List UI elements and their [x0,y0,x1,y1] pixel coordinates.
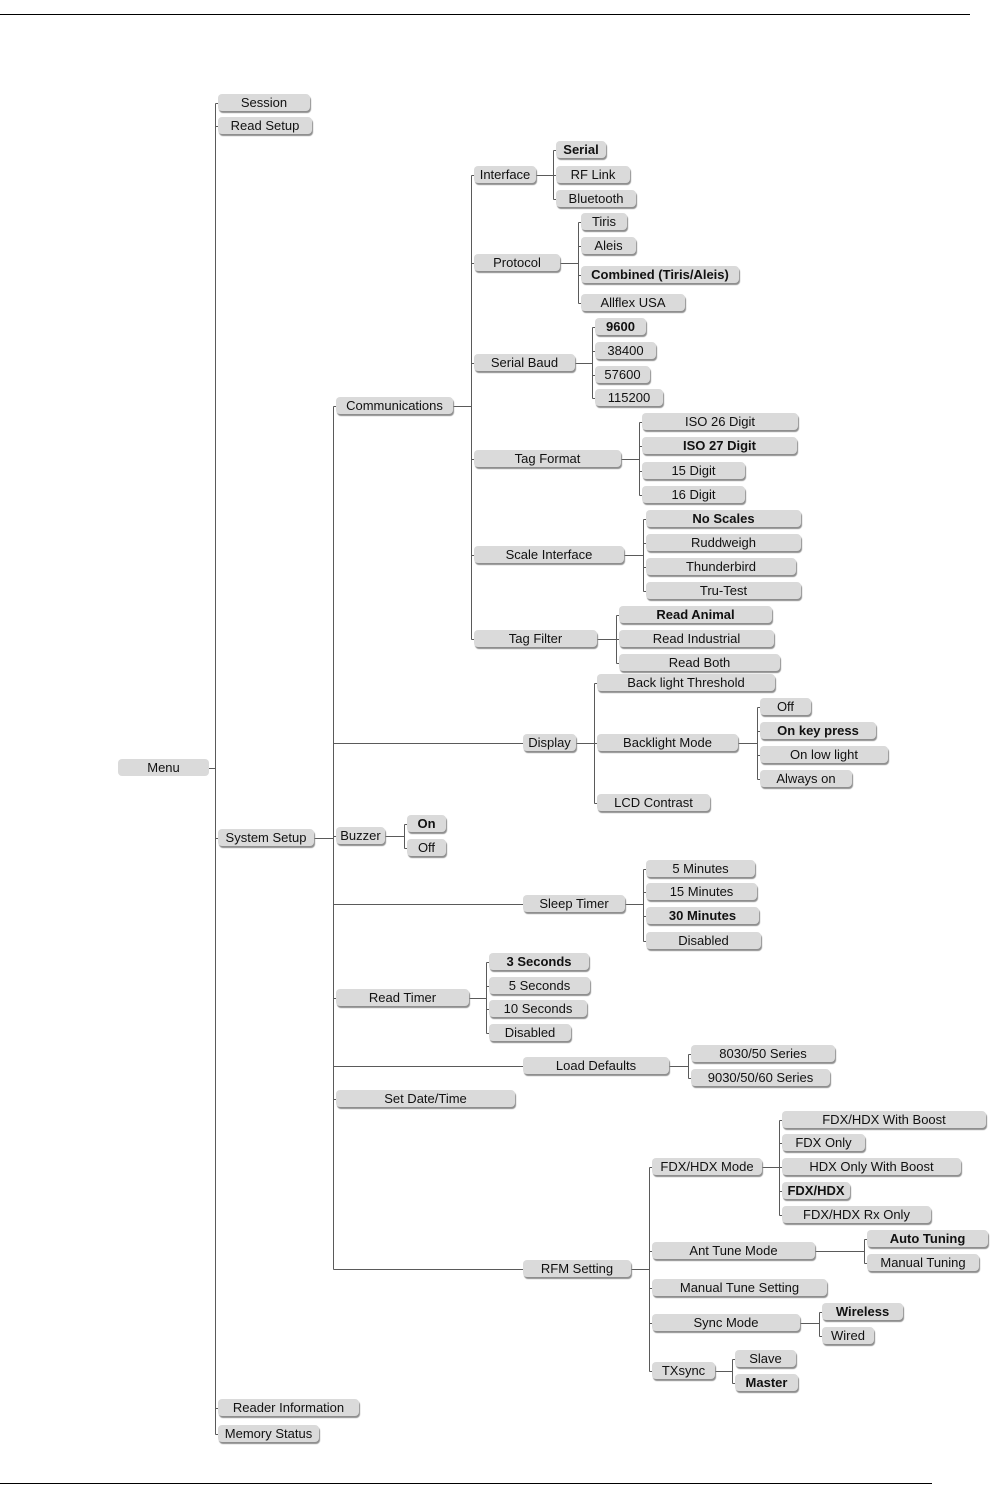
menu-node-allflex-usa: Allflex USA [581,294,685,311]
menu-node-fdx-hdx: FDX/HDX [782,1182,850,1199]
menu-node-load-defaults: Load Defaults [523,1057,669,1074]
menu-node-57600: 57600 [595,366,650,383]
menu-node-auto-tuning: Auto Tuning [867,1230,988,1247]
menu-node-on-key-press: On key press [760,722,876,739]
menu-node-wireless: Wireless [822,1303,903,1320]
menu-node-reader-information: Reader Information [218,1399,359,1416]
menu-node-16-digit: 16 Digit [642,486,745,503]
menu-node-disabled: Disabled [489,1024,571,1041]
menu-node-master: Master [735,1374,798,1391]
menu-node-backlight-mode: Backlight Mode [597,734,738,751]
menu-node-rfm-setting: RFM Setting [523,1260,631,1277]
menu-node-serial: Serial [556,141,606,158]
menu-node-ant-tune-mode: Ant Tune Mode [652,1242,815,1259]
menu-node-3-seconds: 3 Seconds [489,953,589,970]
menu-node-38400: 38400 [595,342,656,359]
menu-node-manual-tuning: Manual Tuning [867,1254,979,1271]
menu-node-fdx-hdx-with-boost: FDX/HDX With Boost [782,1111,986,1128]
menu-node-9600: 9600 [595,318,646,335]
menu-node-sleep-timer: Sleep Timer [523,895,625,912]
menu-node-communications: Communications [336,397,453,414]
menu-node-slave: Slave [735,1350,796,1367]
menu-node-display: Display [523,734,576,751]
menu-node-30-minutes: 30 Minutes [646,907,759,924]
menu-node-5-seconds: 5 Seconds [489,977,590,994]
menu-node-back-light-threshold: Back light Threshold [597,674,775,691]
menu-node-txsync: TXsync [652,1362,715,1379]
menu-node-set-date-time: Set Date/Time [336,1090,515,1107]
bottom-rule [0,1483,932,1484]
menu-node-8030-50-series: 8030/50 Series [691,1045,835,1062]
menu-node-interface: Interface [474,166,536,183]
menu-node-read-setup: Read Setup [218,117,312,134]
menu-node-tru-test: Tru-Test [646,582,801,599]
menu-node-thunderbird: Thunderbird [646,558,796,575]
menu-node-no-scales: No Scales [646,510,801,527]
menu-node-on: On [407,815,446,832]
menu-node-10-seconds: 10 Seconds [489,1000,587,1017]
menu-node-always-on: Always on [760,770,852,787]
menu-node-off: Off [407,839,446,856]
menu-node-5-minutes: 5 Minutes [646,860,755,877]
menu-node-read-timer: Read Timer [336,989,469,1006]
menu-node-scale-interface: Scale Interface [474,546,624,563]
menu-node-fdx-only: FDX Only [782,1134,865,1151]
menu-node-disabled: Disabled [646,932,761,949]
menu-node-memory-status: Memory Status [218,1425,319,1442]
menu-node-menu: Menu [118,759,209,776]
menu-node-fdx-hdx-rx-only: FDX/HDX Rx Only [782,1206,931,1223]
menu-node-115200: 115200 [595,389,663,406]
menu-node-wired: Wired [822,1327,874,1344]
menu-node-15-minutes: 15 Minutes [646,883,757,900]
menu-node-hdx-only-with-boost: HDX Only With Boost [782,1158,961,1175]
menu-node-ruddweigh: Ruddweigh [646,534,801,551]
menu-node-iso-26-digit: ISO 26 Digit [642,413,798,430]
menu-node-sync-mode: Sync Mode [652,1314,800,1331]
menu-node-serial-baud: Serial Baud [474,354,575,371]
menu-node-combined-tiris-aleis: Combined (Tiris/Aleis) [581,266,739,283]
menu-node-tag-filter: Tag Filter [474,630,597,647]
menu-node-buzzer: Buzzer [336,827,385,844]
menu-node-session: Session [218,94,310,111]
menu-node-bluetooth: Bluetooth [556,190,636,207]
menu-node-read-animal: Read Animal [619,606,772,623]
menu-node-read-both: Read Both [619,654,780,671]
menu-node-lcd-contrast: LCD Contrast [597,794,710,811]
menu-node-tag-format: Tag Format [474,450,621,467]
menu-node-protocol: Protocol [474,254,560,271]
menu-node-9030-50-60-series: 9030/50/60 Series [691,1069,830,1086]
menu-node-iso-27-digit: ISO 27 Digit [642,437,797,454]
menu-node-off: Off [760,698,811,715]
menu-node-system-setup: System Setup [218,829,314,846]
menu-node-tiris: Tiris [581,213,627,230]
menu-node-fdx-hdx-mode: FDX/HDX Mode [652,1158,762,1175]
menu-node-rf-link: RF Link [556,166,630,183]
menu-node-read-industrial: Read Industrial [619,630,774,647]
menu-node-manual-tune-setting: Manual Tune Setting [652,1279,827,1296]
top-rule [0,14,970,15]
menu-node-on-low-light: On low light [760,746,888,763]
menu-node-15-digit: 15 Digit [642,462,745,479]
menu-node-aleis: Aleis [581,237,636,254]
